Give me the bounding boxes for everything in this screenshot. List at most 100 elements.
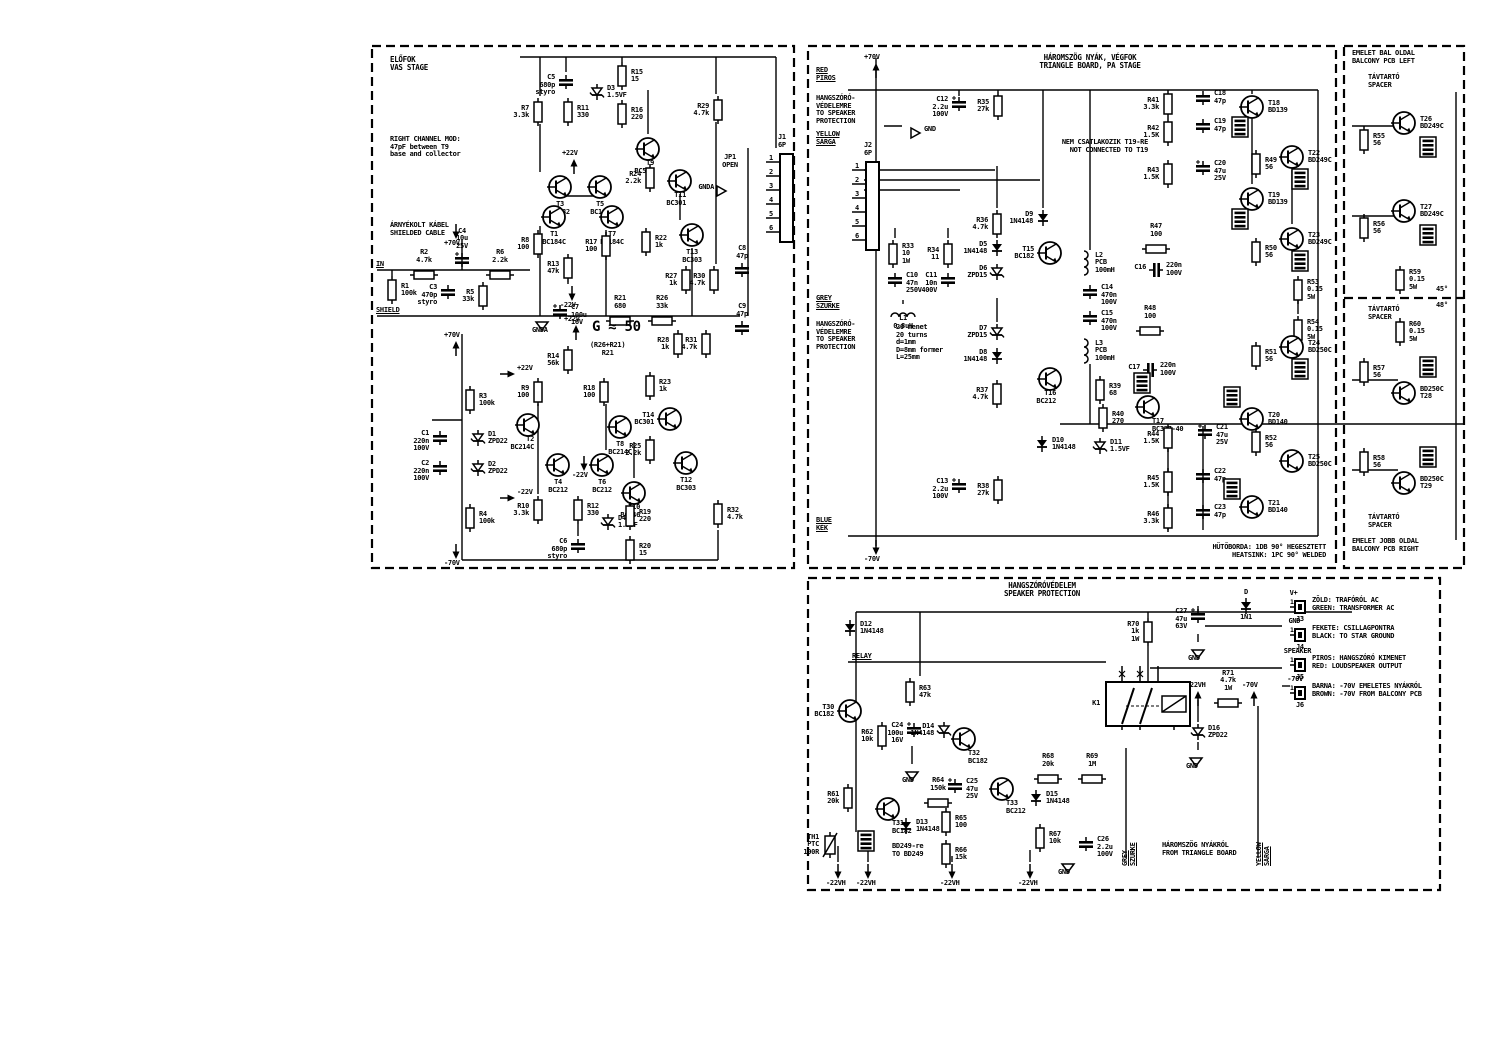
power-label: +22V xyxy=(564,315,580,323)
power-arrow-icon xyxy=(871,540,881,559)
svg-text:2: 2 xyxy=(769,168,773,176)
power-arrow-icon xyxy=(500,364,515,383)
resistor-icon xyxy=(887,240,899,272)
resistor-icon xyxy=(624,536,636,568)
resistor-icon xyxy=(624,502,636,534)
transistor-icon xyxy=(515,412,541,442)
resistor-icon xyxy=(606,312,634,331)
capacitor-icon xyxy=(1195,118,1211,137)
resistor-icon xyxy=(1162,504,1174,536)
resistor-icon xyxy=(1358,126,1370,158)
resistor-icon xyxy=(572,496,584,528)
resistor-icon xyxy=(386,276,398,308)
jack-ref: J3 xyxy=(1296,615,1304,623)
ground-label: GNDA xyxy=(698,183,714,191)
transistor-icon xyxy=(541,204,567,234)
resistor-icon xyxy=(1034,824,1046,856)
svg-text:5: 5 xyxy=(769,210,773,218)
heatsink-icon xyxy=(1291,250,1309,276)
ground-icon xyxy=(534,316,550,335)
power-label: +70V xyxy=(864,53,880,61)
diode-icon xyxy=(1036,210,1050,230)
ground-icon xyxy=(1190,644,1206,663)
resistor-icon xyxy=(940,808,952,840)
capacitor-icon xyxy=(1082,284,1098,303)
power-label: +22V xyxy=(517,364,533,372)
resistor-icon xyxy=(1142,240,1170,259)
resistor-icon xyxy=(1250,342,1262,374)
transistor-icon xyxy=(1279,448,1305,478)
relay-icon xyxy=(1104,666,1196,734)
ground-label: GND xyxy=(902,776,914,784)
power-label: -22VH xyxy=(940,879,960,887)
svg-text:1: 1 xyxy=(1290,656,1294,664)
heatsink-icon xyxy=(1291,168,1309,194)
resistor-icon xyxy=(1292,276,1304,308)
resistor-icon xyxy=(991,210,1003,242)
transistor-icon xyxy=(1239,494,1265,524)
transistor-icon xyxy=(1239,94,1265,124)
transistor-icon xyxy=(1239,186,1265,216)
resistor-icon xyxy=(644,372,656,404)
resistor-icon xyxy=(1250,238,1262,270)
svg-text:4: 4 xyxy=(855,204,859,212)
transistor-icon xyxy=(875,796,901,826)
power-arrow-icon xyxy=(1249,691,1259,710)
resistor-icon xyxy=(532,98,544,130)
transistor-icon xyxy=(589,452,615,482)
capacitor-icon xyxy=(1082,310,1098,329)
resistor-icon xyxy=(1358,358,1370,390)
wire-label: RELAY xyxy=(852,652,872,660)
zener-icon xyxy=(989,264,1005,284)
resistor-icon xyxy=(940,840,952,872)
transistor-icon xyxy=(1391,198,1417,228)
resistor-icon xyxy=(616,62,628,94)
power-arrow-icon xyxy=(1193,691,1203,710)
svg-text:3: 3 xyxy=(769,182,773,190)
jack-ref: J5 xyxy=(1296,673,1304,681)
